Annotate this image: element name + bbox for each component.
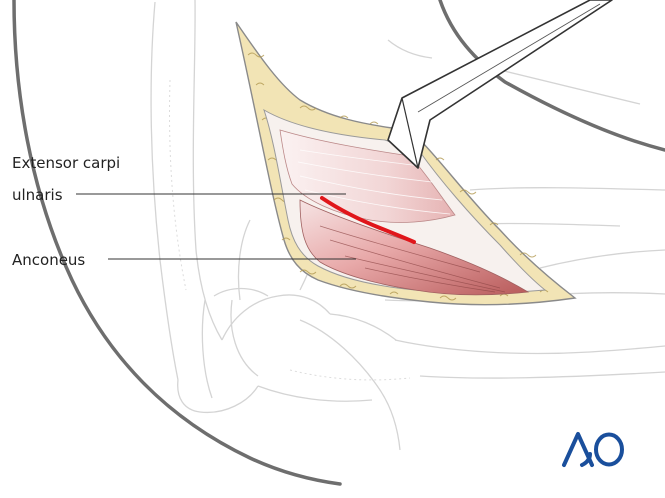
- incision-line: [320, 196, 416, 244]
- leader-lines: [76, 193, 356, 260]
- dotted-contours: [169, 79, 411, 381]
- label-extensor-carpi-line1: Extensor carpi: [12, 154, 121, 172]
- ao-logo: [560, 430, 626, 468]
- anconeus-fibers: [319, 225, 506, 293]
- ao-logo-icon: [562, 432, 624, 467]
- arm-silhouette: [12, 0, 665, 486]
- label-extensor-carpi-line2: ulnaris: [12, 186, 63, 204]
- label-anconeus: Anconeus: [12, 251, 86, 269]
- fat-texture: [247, 52, 549, 301]
- retractor: [387, 0, 613, 169]
